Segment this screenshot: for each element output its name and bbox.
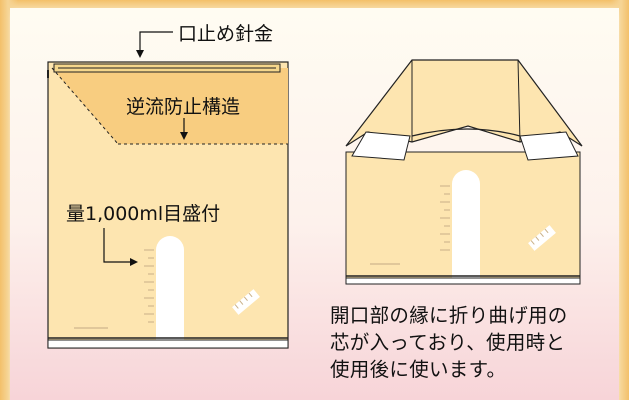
description-text: 開口部の縁に折り曲げ用の 芯が入っており、使用時と 使用後に使います。 xyxy=(330,304,568,381)
ruler-mark xyxy=(232,289,260,315)
right-bag xyxy=(345,59,583,285)
scale-ticks xyxy=(144,249,154,323)
scale-label: 量1,000ml目盛付 xyxy=(66,203,220,225)
callout-backflow: 逆流防止構造 xyxy=(126,96,240,140)
scale-tube xyxy=(156,236,184,340)
callout-scale: 量1,000ml目盛付 xyxy=(66,203,220,266)
backflow-diagonal xyxy=(51,67,119,145)
scale-tube-right xyxy=(452,170,480,282)
backflow-zone xyxy=(52,68,288,144)
wire-label: 口止め針金 xyxy=(178,23,273,45)
left-bag xyxy=(47,61,289,349)
backflow-label: 逆流防止構造 xyxy=(126,96,240,118)
callout-wire: 口止め針金 xyxy=(136,23,273,58)
